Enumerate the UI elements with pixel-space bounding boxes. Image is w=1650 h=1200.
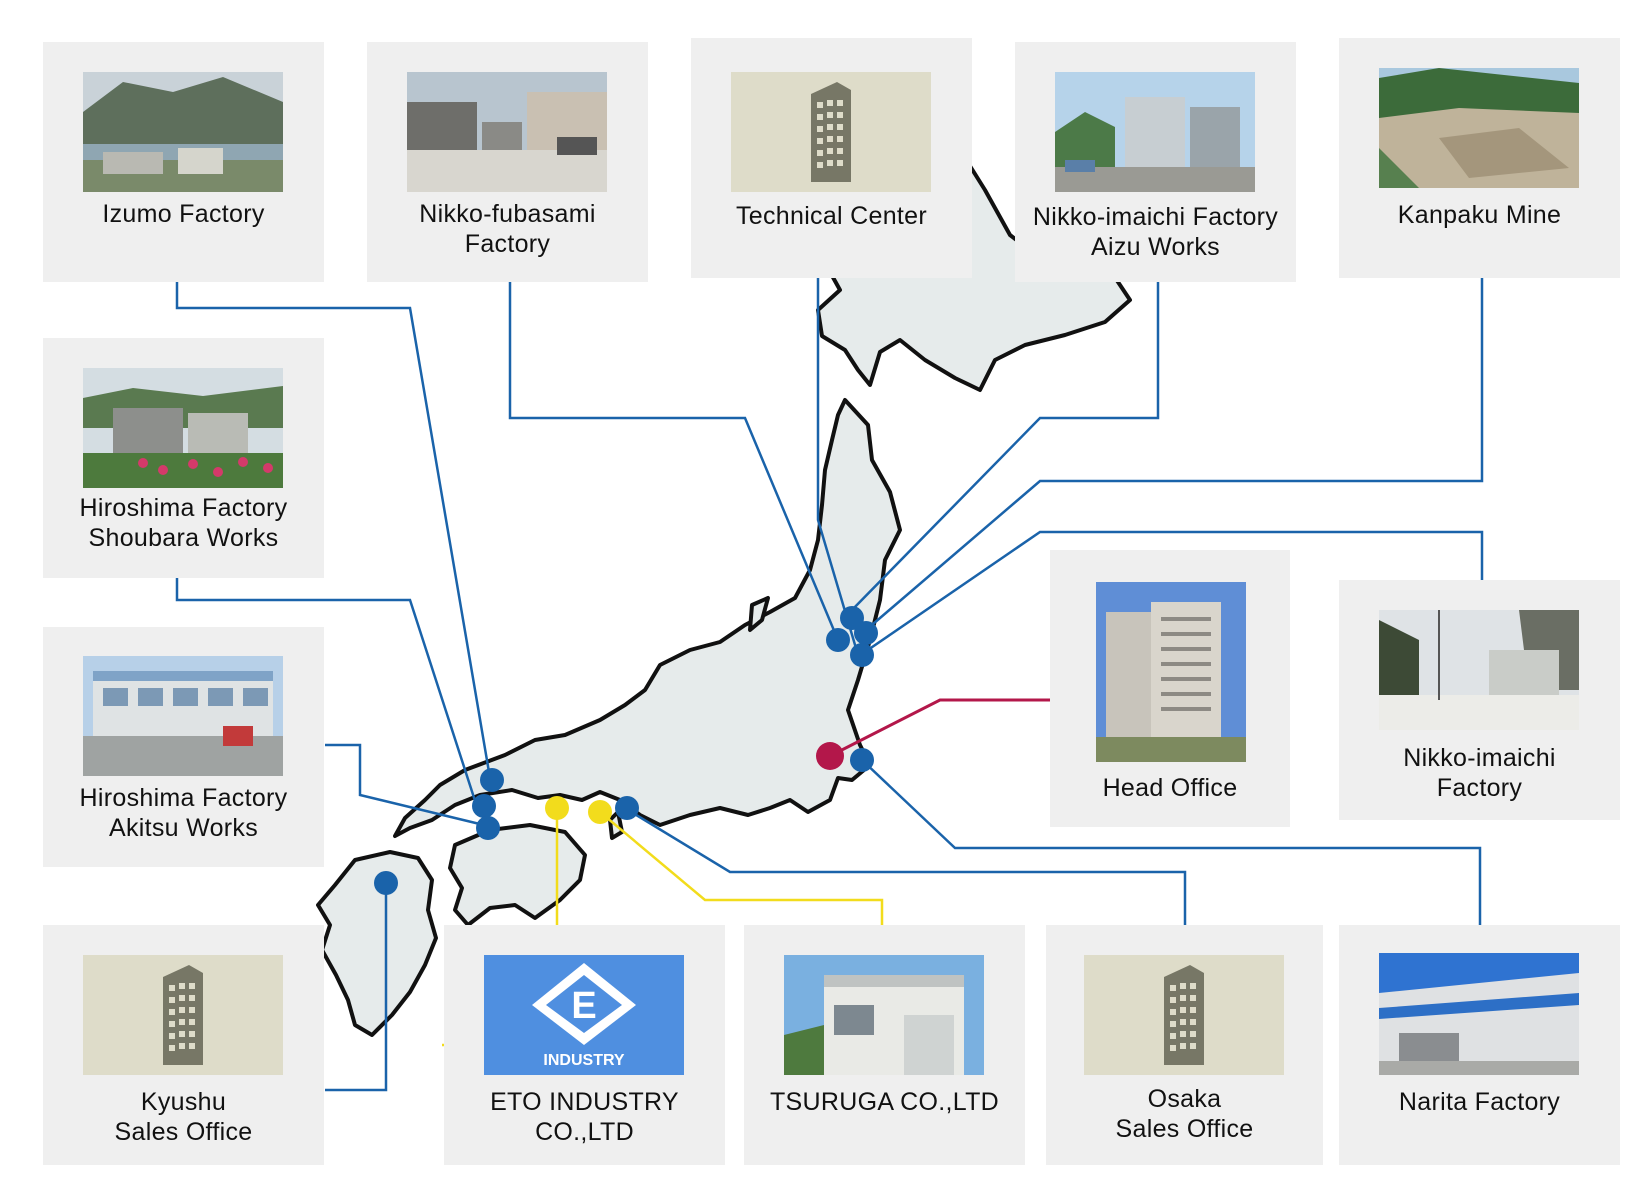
card-kyushu-sales-office[interactable]: Kyushu Sales Office xyxy=(43,925,324,1165)
label-hiroshima-shoubara-works: Hiroshima Factory Shoubara Works xyxy=(79,494,288,552)
connector-kanpaku xyxy=(865,278,1484,631)
label-narita-factory: Narita Factory xyxy=(1398,1088,1561,1116)
eto-logo-letter: E xyxy=(571,985,596,1027)
card-osaka-sales-office[interactable]: Osaka Sales Office xyxy=(1046,925,1323,1165)
photo-street-factory xyxy=(1379,610,1579,730)
label-osaka-sales-office: Osaka Sales Office xyxy=(1115,1085,1254,1143)
connector-lines xyxy=(175,278,1484,1092)
building-icon xyxy=(1084,955,1284,1075)
building-icon xyxy=(731,72,931,192)
label-hiroshima-akitsu-works: Hiroshima Factory Akitsu Works xyxy=(79,784,288,842)
label-head-office: Head Office xyxy=(1102,774,1238,802)
label-nikko-fubasami-factory: Nikko-fubasami Factory xyxy=(419,200,596,258)
label-izumo-factory: Izumo Factory xyxy=(102,200,265,228)
card-kanpaku-mine[interactable]: Kanpaku Mine xyxy=(1339,38,1620,278)
building-icon xyxy=(83,955,283,1075)
connector-aizu xyxy=(849,282,1160,613)
photo-flower-garden xyxy=(83,368,283,488)
connector-fubasami xyxy=(508,282,840,641)
card-nikko-imaichi-aizu-works[interactable]: Nikko-imaichi Factory Aizu Works xyxy=(1015,42,1296,282)
label-kanpaku-mine: Kanpaku Mine xyxy=(1397,201,1562,229)
card-narita-factory[interactable]: Narita Factory xyxy=(1339,925,1620,1165)
photo-silo-plant xyxy=(1055,72,1255,192)
shikoku-island xyxy=(448,823,587,927)
eto-logo: E INDUSTRY xyxy=(484,955,684,1075)
marker-kyushu xyxy=(374,871,398,895)
card-eto-industry[interactable]: E INDUSTRY ETO INDUSTRY CO.,LTD xyxy=(444,925,725,1165)
label-nikko-imaichi-aizu-works: Nikko-imaichi Factory Aizu Works xyxy=(1032,203,1279,261)
eto-logo-text: INDUSTRY xyxy=(543,1052,625,1069)
connector-osaka xyxy=(627,808,1187,925)
connector-tsuruga xyxy=(599,811,884,925)
card-hiroshima-akitsu-works[interactable]: Hiroshima Factory Akitsu Works xyxy=(43,627,324,867)
marker-osaka xyxy=(615,796,639,820)
connector-akitsu xyxy=(325,743,489,828)
connector-narita xyxy=(861,759,1482,925)
marker-narita xyxy=(850,748,874,772)
connector-izumo xyxy=(175,282,492,779)
marker-nikko-imaichi-aizu xyxy=(826,628,850,652)
kyushu-island xyxy=(316,850,438,1037)
marker-akitsu xyxy=(476,816,500,840)
card-tsuruga[interactable]: TSURUGA CO.,LTD xyxy=(744,925,1025,1165)
marker-shoubara xyxy=(472,794,496,818)
marker-head-office xyxy=(816,742,844,770)
japan-landmass xyxy=(316,148,1132,1037)
sado-island xyxy=(748,596,770,632)
photo-coastal-factory xyxy=(83,72,283,192)
card-izumo-factory[interactable]: Izumo Factory xyxy=(43,42,324,282)
photo-office-building xyxy=(83,656,283,776)
connector-kyushu xyxy=(325,883,388,1092)
card-hiroshima-shoubara-works[interactable]: Hiroshima Factory Shoubara Works xyxy=(43,338,324,578)
marker-izumo xyxy=(480,768,504,792)
photo-warehouse xyxy=(1379,953,1579,1075)
photo-industrial-yard xyxy=(407,72,607,192)
site-markers xyxy=(374,606,878,895)
card-technical-center[interactable]: Technical Center xyxy=(691,38,972,278)
marker-kanpaku-mine xyxy=(854,621,878,645)
label-eto-industry: ETO INDUSTRY CO.,LTD xyxy=(490,1088,679,1146)
marker-nikko-imaichi xyxy=(850,643,874,667)
photo-tower-building xyxy=(1096,582,1246,762)
photo-quarry xyxy=(1379,68,1579,188)
connector-nikko-imaichi xyxy=(861,530,1484,656)
marker-tsuruga xyxy=(588,800,612,824)
card-nikko-imaichi-factory[interactable]: Nikko-imaichi Factory xyxy=(1339,580,1620,820)
label-nikko-imaichi-factory: Nikko-imaichi Factory xyxy=(1403,744,1556,802)
card-nikko-fubasami-factory[interactable]: Nikko-fubasami Factory xyxy=(367,42,648,282)
connector-head-office xyxy=(829,698,1050,758)
marker-technical-center xyxy=(840,606,864,630)
connector-shoubara xyxy=(175,578,480,811)
label-tsuruga: TSURUGA CO.,LTD xyxy=(769,1088,1000,1116)
card-head-office[interactable]: Head Office xyxy=(1050,550,1290,827)
label-technical-center: Technical Center xyxy=(735,202,927,230)
honshu-island xyxy=(393,398,902,838)
label-kyushu-sales-office: Kyushu Sales Office xyxy=(114,1088,253,1146)
marker-eto xyxy=(545,796,569,820)
photo-white-building xyxy=(784,955,984,1075)
